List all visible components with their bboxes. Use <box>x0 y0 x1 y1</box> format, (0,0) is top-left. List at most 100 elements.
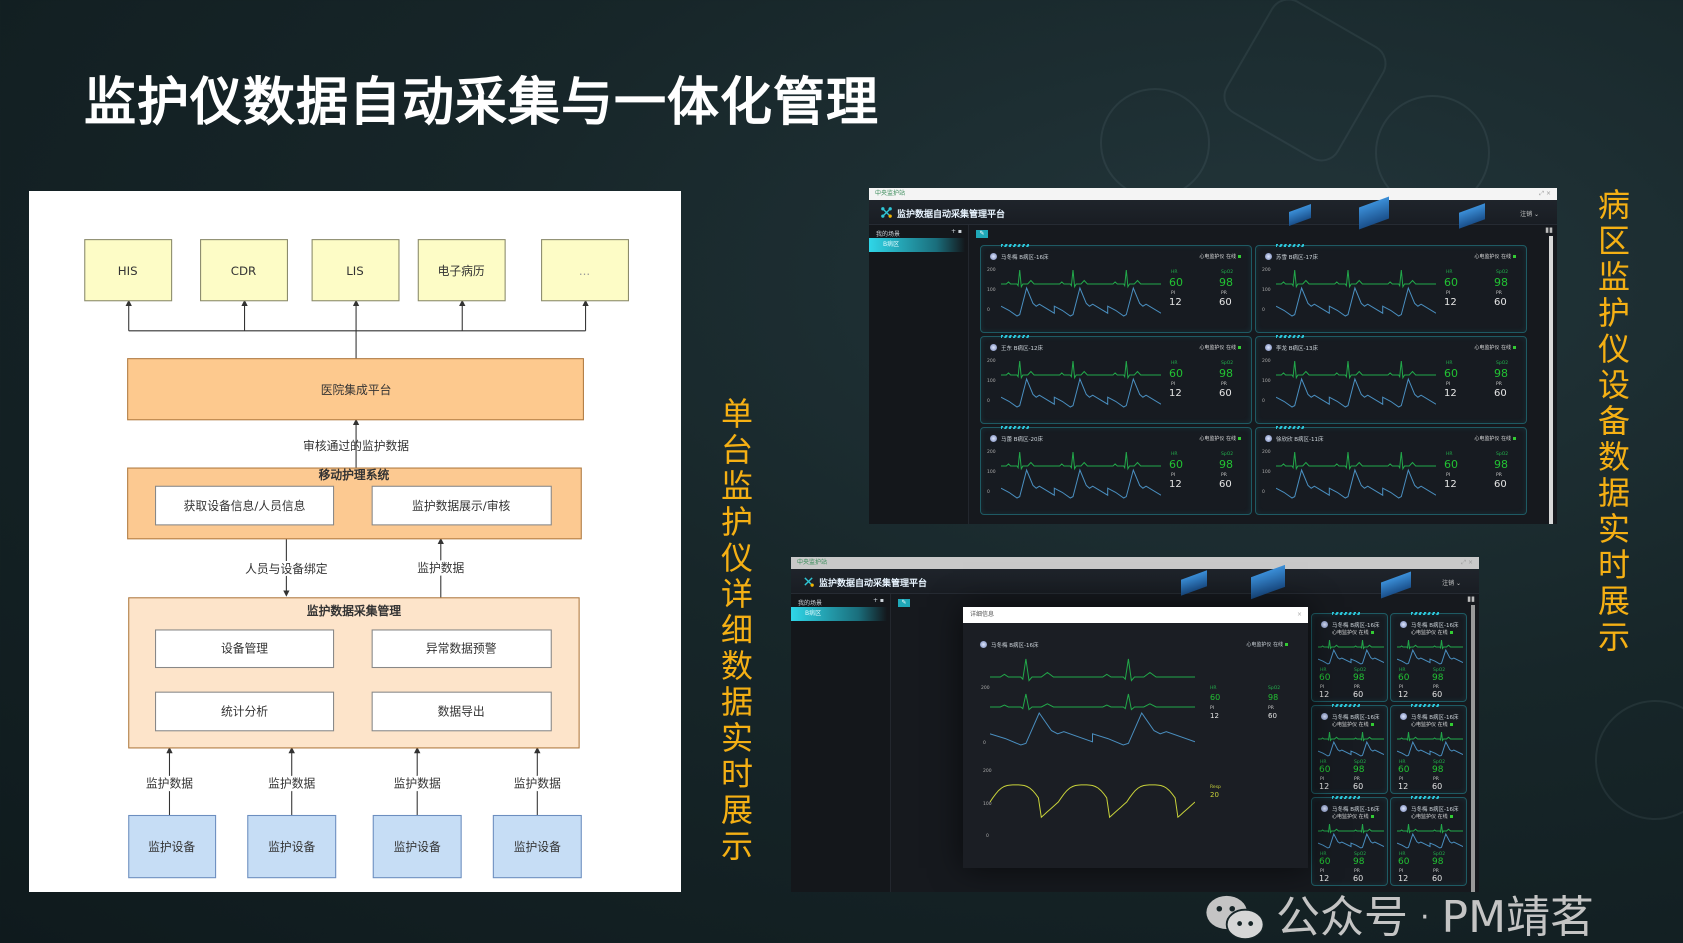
pi-value: 12 <box>1398 874 1409 883</box>
chart-icon[interactable]: ▮▮ <box>1545 226 1553 234</box>
pi-value: 12 <box>1319 782 1330 791</box>
server-illustration <box>1381 571 1411 599</box>
pleth-waveform <box>1001 377 1161 408</box>
pi-value: 12 <box>1169 479 1182 490</box>
patient-avatar-icon <box>1321 805 1328 812</box>
collect-item-box <box>371 629 552 669</box>
pleth-waveform <box>1276 286 1436 317</box>
hr-value: 60 <box>1444 367 1458 380</box>
waveform-chart <box>1318 823 1384 849</box>
pi-label: PI <box>1446 382 1451 387</box>
ecg-waveform <box>1397 731 1463 742</box>
sidebar-title: 我的场景 <box>798 600 823 607</box>
pleth-waveform <box>1397 648 1463 665</box>
hr-label: HR <box>1320 760 1327 765</box>
online-indicator <box>1285 643 1288 646</box>
pr-value: 60 <box>1353 690 1364 699</box>
window-controls[interactable]: ⤢ × <box>1539 190 1551 197</box>
scrollbar[interactable] <box>1471 605 1475 892</box>
waveform-chart <box>1276 451 1436 499</box>
watermark-separator: · <box>1420 900 1430 935</box>
sidebar-add-icon[interactable]: + ▪ <box>872 597 884 604</box>
app-title: 监护数据自动采集管理平台 <box>819 579 928 589</box>
ecg-waveform <box>1276 360 1436 380</box>
edit-button[interactable]: ✎ <box>898 599 910 607</box>
ecg-waveform <box>1001 360 1161 380</box>
sidebar-item-ward[interactable]: B病区 <box>869 238 965 252</box>
server-illustration <box>1181 570 1207 596</box>
hr-value: 60 <box>1169 367 1183 380</box>
sidebar-add-icon[interactable]: + ▪ <box>950 228 962 235</box>
window-controls[interactable]: ⤢ × <box>1461 559 1473 566</box>
pi-value: 12 <box>1169 297 1182 308</box>
pr-label: PR <box>1354 869 1360 874</box>
user-menu[interactable]: 注销 ⌄ <box>1442 580 1461 587</box>
ecg-waveform <box>1001 269 1161 289</box>
axis-label: 100 <box>1262 379 1271 384</box>
hr-value: 60 <box>1444 276 1458 289</box>
mobile-item-label: 监护数据展示/审核 <box>412 499 510 513</box>
hr-label: HR <box>1320 852 1327 857</box>
hr-label: HR <box>1399 760 1406 765</box>
pi-label: PI <box>1446 291 1451 296</box>
spo2-label: SpO2 <box>1496 361 1509 366</box>
collect-item-label: 异常数据预警 <box>426 641 497 655</box>
device-edge-label: 监护数据 <box>268 777 315 791</box>
page-title: 监护仪数据自动采集与一体化管理 <box>84 73 880 133</box>
architecture-diagram-svg: HIS CDR LIS 电子病历 ... 医院集成平台 审核通过的监护数据 移动… <box>84 239 629 879</box>
patient-name: 马冬梅 B病区-16床 <box>1411 623 1459 629</box>
spo2-label: SpO2 <box>1496 270 1509 275</box>
device-box <box>247 814 337 879</box>
user-menu[interactable]: 注销 ⌄ <box>1520 211 1539 218</box>
mobile-nursing-title: 移动护理系统 <box>319 468 390 482</box>
pr-value: 60 <box>1494 388 1507 399</box>
waveform-chart <box>1397 823 1463 849</box>
sidebar-item-ward[interactable]: B病区 <box>791 607 887 621</box>
scrollbar[interactable] <box>1549 236 1553 524</box>
resp-value: 20 <box>1210 791 1219 799</box>
card-stripe-decoration <box>1276 244 1304 247</box>
device-box <box>492 814 582 879</box>
spo2-value: 98 <box>1494 367 1508 380</box>
ecg-waveform <box>1001 451 1161 471</box>
pr-label: PR <box>1268 706 1274 711</box>
online-indicator <box>1513 346 1516 349</box>
pleth-waveform <box>1001 286 1161 317</box>
bind-edge-label: 人员与设备绑定 <box>245 562 328 576</box>
axis-label: 100 <box>987 379 996 384</box>
device-status: 心电监护仪 在线 <box>1411 629 1453 636</box>
device-label: 监护设备 <box>394 840 441 854</box>
pleth-waveform <box>990 711 1195 746</box>
pi-value: 12 <box>1319 874 1330 883</box>
chart-icon[interactable]: ▮▮ <box>1467 595 1475 603</box>
wechat-icon <box>1206 895 1265 941</box>
pr-label: PR <box>1221 291 1227 296</box>
axis-label: 0 <box>987 490 990 495</box>
patient-name: 马冬梅 B病区-16床 <box>1332 623 1380 629</box>
close-icon[interactable]: × <box>1296 611 1302 618</box>
waveform-chart <box>1001 269 1161 317</box>
pi-label: PI <box>1399 777 1404 782</box>
window-title: 中央监护站 <box>875 190 906 197</box>
pi-label: PI <box>1171 291 1176 296</box>
edit-button[interactable]: ✎ <box>976 230 988 238</box>
platform-box <box>127 358 584 421</box>
spo2-value: 98 <box>1219 276 1233 289</box>
pi-value: 12 <box>1169 388 1182 399</box>
spo2-value: 98 <box>1494 458 1508 471</box>
pr-value: 60 <box>1353 874 1364 883</box>
monitor-circle-icon <box>1595 700 1683 820</box>
waveform-chart <box>1276 360 1436 408</box>
